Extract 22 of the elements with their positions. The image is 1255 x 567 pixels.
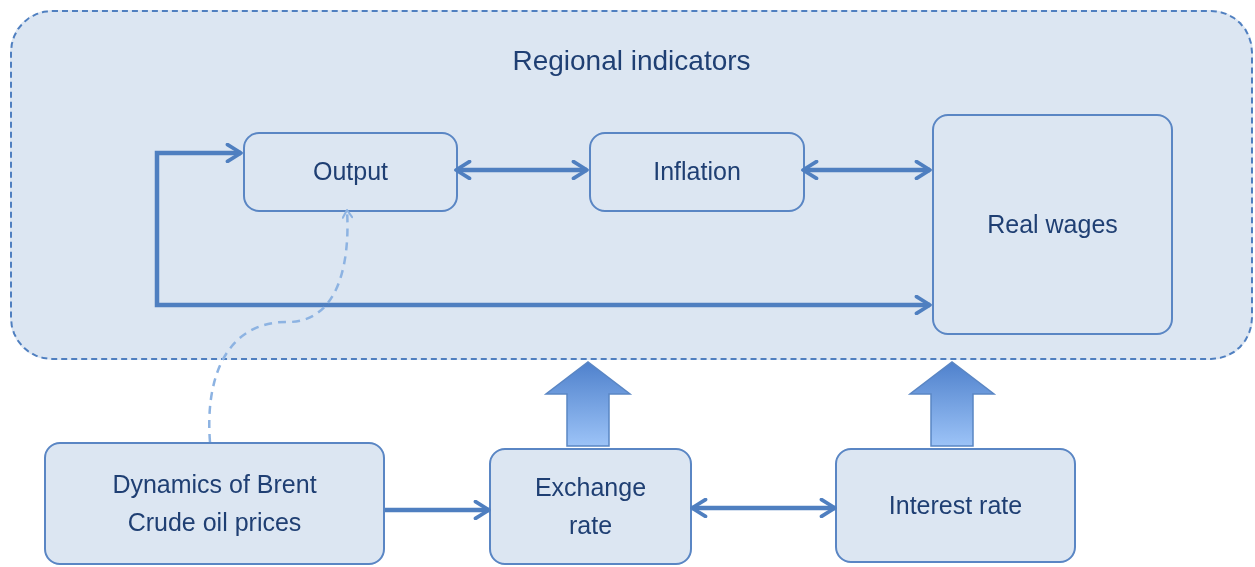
process-box xyxy=(932,114,1173,335)
arrow xyxy=(690,497,837,519)
box-label: Interest rate xyxy=(888,489,1023,521)
arrow xyxy=(801,159,932,181)
box-label: Exchange rate xyxy=(533,472,648,541)
process-box xyxy=(489,448,692,565)
box-label: Dynamics of Brent Crude oil prices xyxy=(111,469,318,538)
process-box xyxy=(44,442,385,565)
process-box xyxy=(589,132,805,212)
process-box xyxy=(243,132,458,212)
arrow xyxy=(454,159,589,181)
box-label: Real wages xyxy=(987,208,1118,240)
block-arrow xyxy=(907,361,997,447)
block-arrow xyxy=(543,361,633,447)
arrow xyxy=(385,499,491,521)
arrow xyxy=(154,142,932,316)
box-label: Output xyxy=(312,156,389,188)
box-label: Inflation xyxy=(653,156,741,188)
process-box xyxy=(835,448,1076,563)
group-title: Regional indicators xyxy=(512,44,751,78)
group-panel xyxy=(10,10,1253,360)
arrow xyxy=(208,208,353,443)
